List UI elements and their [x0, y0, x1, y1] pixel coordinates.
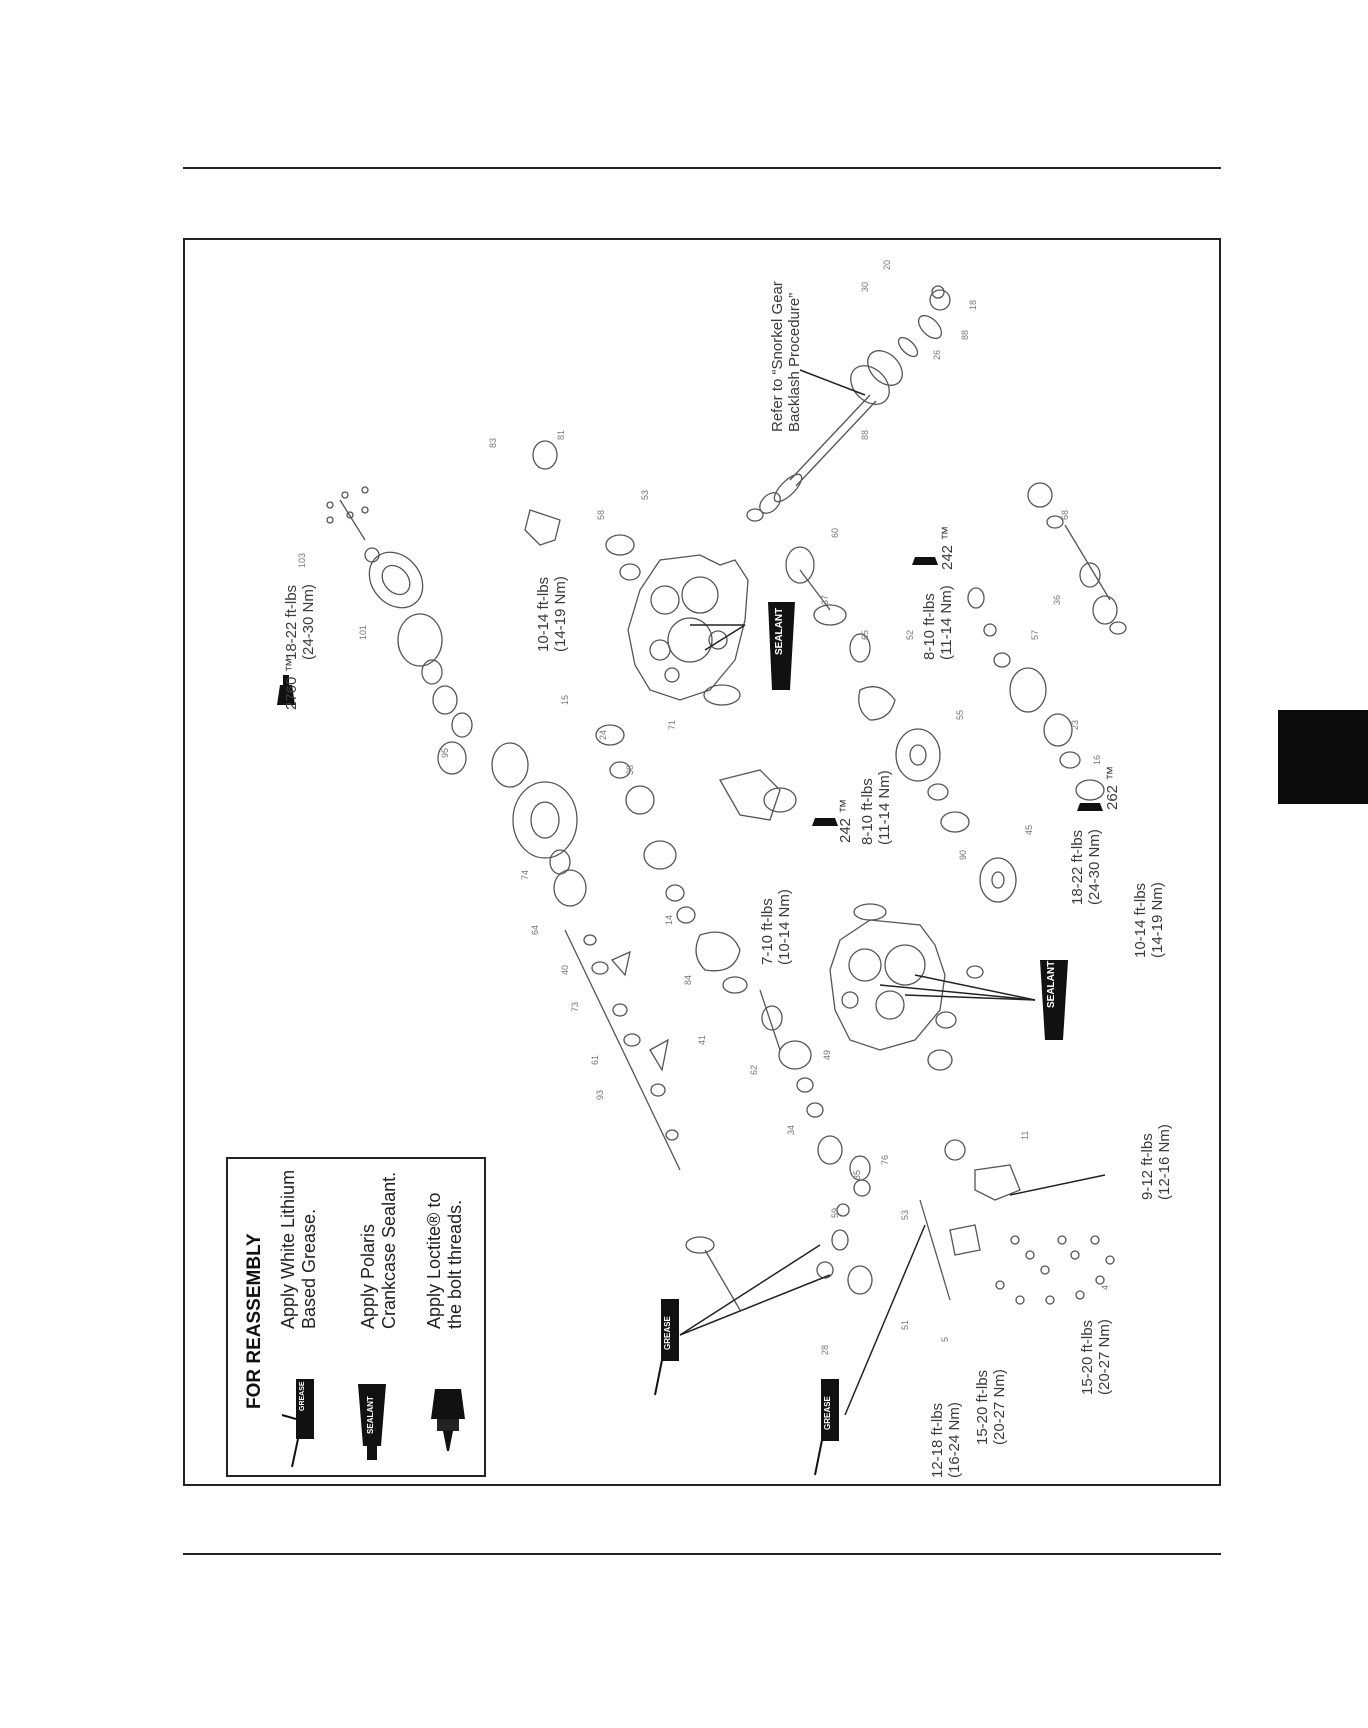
part-number: 11 — [1020, 1130, 1030, 1140]
torque-value: 18-22 ft-lbs (24-30 Nm) — [283, 584, 317, 660]
exploded-view-frame — [183, 238, 1221, 1486]
grease-tag-upper: GREASE — [663, 1316, 672, 1350]
part-number: 24 — [598, 729, 608, 740]
part-number: 30 — [860, 281, 870, 292]
torque-callout-10: 15-20 ft-lbs (20-27 Nm) — [974, 1369, 1009, 1445]
torque-callout-1-value: 18-22 ft-lbs (24-30 Nm) — [283, 584, 318, 660]
loctite-bottle-icon — [431, 1389, 465, 1451]
legend-title: FOR REASSEMBLY — [244, 1233, 265, 1409]
torque-callout-2: 10-14 ft-lbs (14-19 Nm) — [535, 576, 570, 652]
part-number: 26 — [932, 349, 942, 360]
part-number: 73 — [570, 1001, 580, 1012]
part-number: 15 — [560, 694, 570, 705]
legend-grease-text: Apply White Lithium Based Grease. — [278, 1169, 319, 1329]
part-number: 37 — [820, 594, 830, 605]
part-number: 40 — [560, 964, 570, 975]
part-number: 16 — [1092, 754, 1102, 765]
part-number: 59 — [830, 1207, 840, 1218]
part-number: 65 — [860, 629, 870, 640]
part-number: 83 — [488, 437, 498, 448]
sealant-tube-icon — [358, 1384, 386, 1460]
torque-callout-1: 2760 ™ — [283, 657, 300, 710]
snorkel-procedure-note: Refer to “Snorkel Gear Backlash Procedur… — [769, 281, 804, 432]
torque-value: 15-20 ft-lbs (20-27 Nm) — [974, 1369, 1008, 1445]
torque-callout-4: 8-10 ft-lbs (11-14 Nm) — [859, 770, 894, 845]
part-number: 45 — [1024, 824, 1034, 835]
torque-value: 12-18 ft-lbs (16-24 Nm) — [929, 1402, 963, 1478]
part-number: 20 — [882, 259, 892, 270]
part-number: 68 — [1060, 509, 1070, 520]
part-number: 52 — [905, 629, 915, 640]
part-number: 90 — [958, 849, 968, 860]
legend-loctite-text: Apply Loctite® to the bolt threads. — [424, 1192, 465, 1329]
part-number: 4 — [1100, 1284, 1110, 1290]
header-rule — [183, 167, 1221, 169]
part-number: 38 — [625, 764, 635, 775]
sealant-tag-upper: SEALANT — [774, 607, 785, 655]
part-number: 53 — [900, 1209, 910, 1220]
part-number: 60 — [830, 527, 840, 538]
part-number: 35 — [852, 1169, 862, 1180]
part-number: 34 — [786, 1124, 796, 1135]
reassembly-legend: FOR REASSEMBLY GREASE Apply White Lithiu… — [226, 1157, 486, 1477]
part-number: 103 — [297, 552, 307, 568]
part-number: 49 — [822, 1049, 832, 1060]
part-number: 88 — [960, 329, 970, 340]
loctite-label-242-upper: 242 ™ — [939, 525, 956, 570]
section-tab — [1278, 710, 1368, 804]
torque-callout-3: 8-10 ft-lbs (11-14 Nm) — [921, 585, 956, 660]
footer-rule — [183, 1553, 1221, 1555]
loctite-label-262: 262 ™ — [1104, 765, 1121, 810]
part-number: 36 — [1052, 594, 1062, 605]
torque-callout-5: 18-22 ft-lbs (24-30 Nm) — [1069, 829, 1104, 905]
part-number: 64 — [530, 924, 540, 935]
sealant-tag-lower: SEALANT — [1046, 960, 1057, 1008]
torque-callout-8: 9-12 ft-lbs (12-16 Nm) — [1139, 1124, 1174, 1200]
part-number: 18 — [968, 299, 978, 310]
part-number: 58 — [596, 509, 606, 520]
part-number: 53 — [640, 489, 650, 500]
part-number: 93 — [595, 1089, 605, 1100]
part-number: 57 — [1030, 629, 1040, 640]
torque-value: 7-10 ft-lbs (10-14 Nm) — [759, 889, 793, 965]
torque-value: 8-10 ft-lbs (11-14 Nm) — [921, 585, 955, 660]
part-number: 71 — [667, 719, 677, 730]
part-number: 61 — [590, 1054, 600, 1065]
part-number: 28 — [820, 1344, 830, 1355]
part-number: 95 — [440, 747, 450, 758]
part-number: 14 — [664, 914, 674, 925]
torque-value: 10-14 ft-lbs (14-19 Nm) — [1132, 882, 1166, 958]
part-number: 74 — [520, 869, 530, 880]
sealant-icon-label: SEALANT — [366, 1396, 375, 1434]
part-number: 88 — [860, 429, 870, 440]
part-number: 41 — [697, 1034, 707, 1045]
grease-tag-lower: GREASE — [823, 1396, 832, 1430]
legend-sealant-text: Apply Polaris Crankcase Sealant. — [358, 1171, 399, 1329]
grease-gun-icon — [281, 1379, 314, 1468]
torque-callout-9: 12-18 ft-lbs (16-24 Nm) — [929, 1402, 964, 1478]
torque-value: 8-10 ft-lbs (11-14 Nm) — [859, 770, 893, 845]
part-number: 5 — [940, 1336, 950, 1342]
part-number: 55 — [955, 709, 965, 720]
torque-value: 15-20 ft-lbs (20-27 Nm) — [1079, 1319, 1113, 1395]
part-number: 23 — [1070, 719, 1080, 730]
torque-value: 9-12 ft-lbs (12-16 Nm) — [1139, 1124, 1173, 1200]
torque-value: 10-14 ft-lbs (14-19 Nm) — [535, 576, 569, 652]
note-text: Refer to “Snorkel Gear Backlash Procedur… — [769, 281, 803, 432]
torque-callout-6: 10-14 ft-lbs (14-19 Nm) — [1132, 882, 1167, 958]
loctite-label-242-mid: 242 ™ — [837, 798, 854, 843]
torque-value: 18-22 ft-lbs (24-30 Nm) — [1069, 829, 1103, 905]
part-number: 76 — [880, 1154, 890, 1165]
part-number: 84 — [683, 974, 693, 985]
part-number: 62 — [749, 1064, 759, 1075]
torque-callout-11: 15-20 ft-lbs (20-27 Nm) — [1079, 1319, 1114, 1395]
grease-icon-label: GREASE — [299, 1381, 306, 1411]
part-number: 101 — [358, 624, 368, 640]
torque-callout-7: 7-10 ft-lbs (10-14 Nm) — [759, 889, 794, 965]
part-number: 51 — [900, 1319, 910, 1330]
part-number: 81 — [556, 429, 566, 440]
